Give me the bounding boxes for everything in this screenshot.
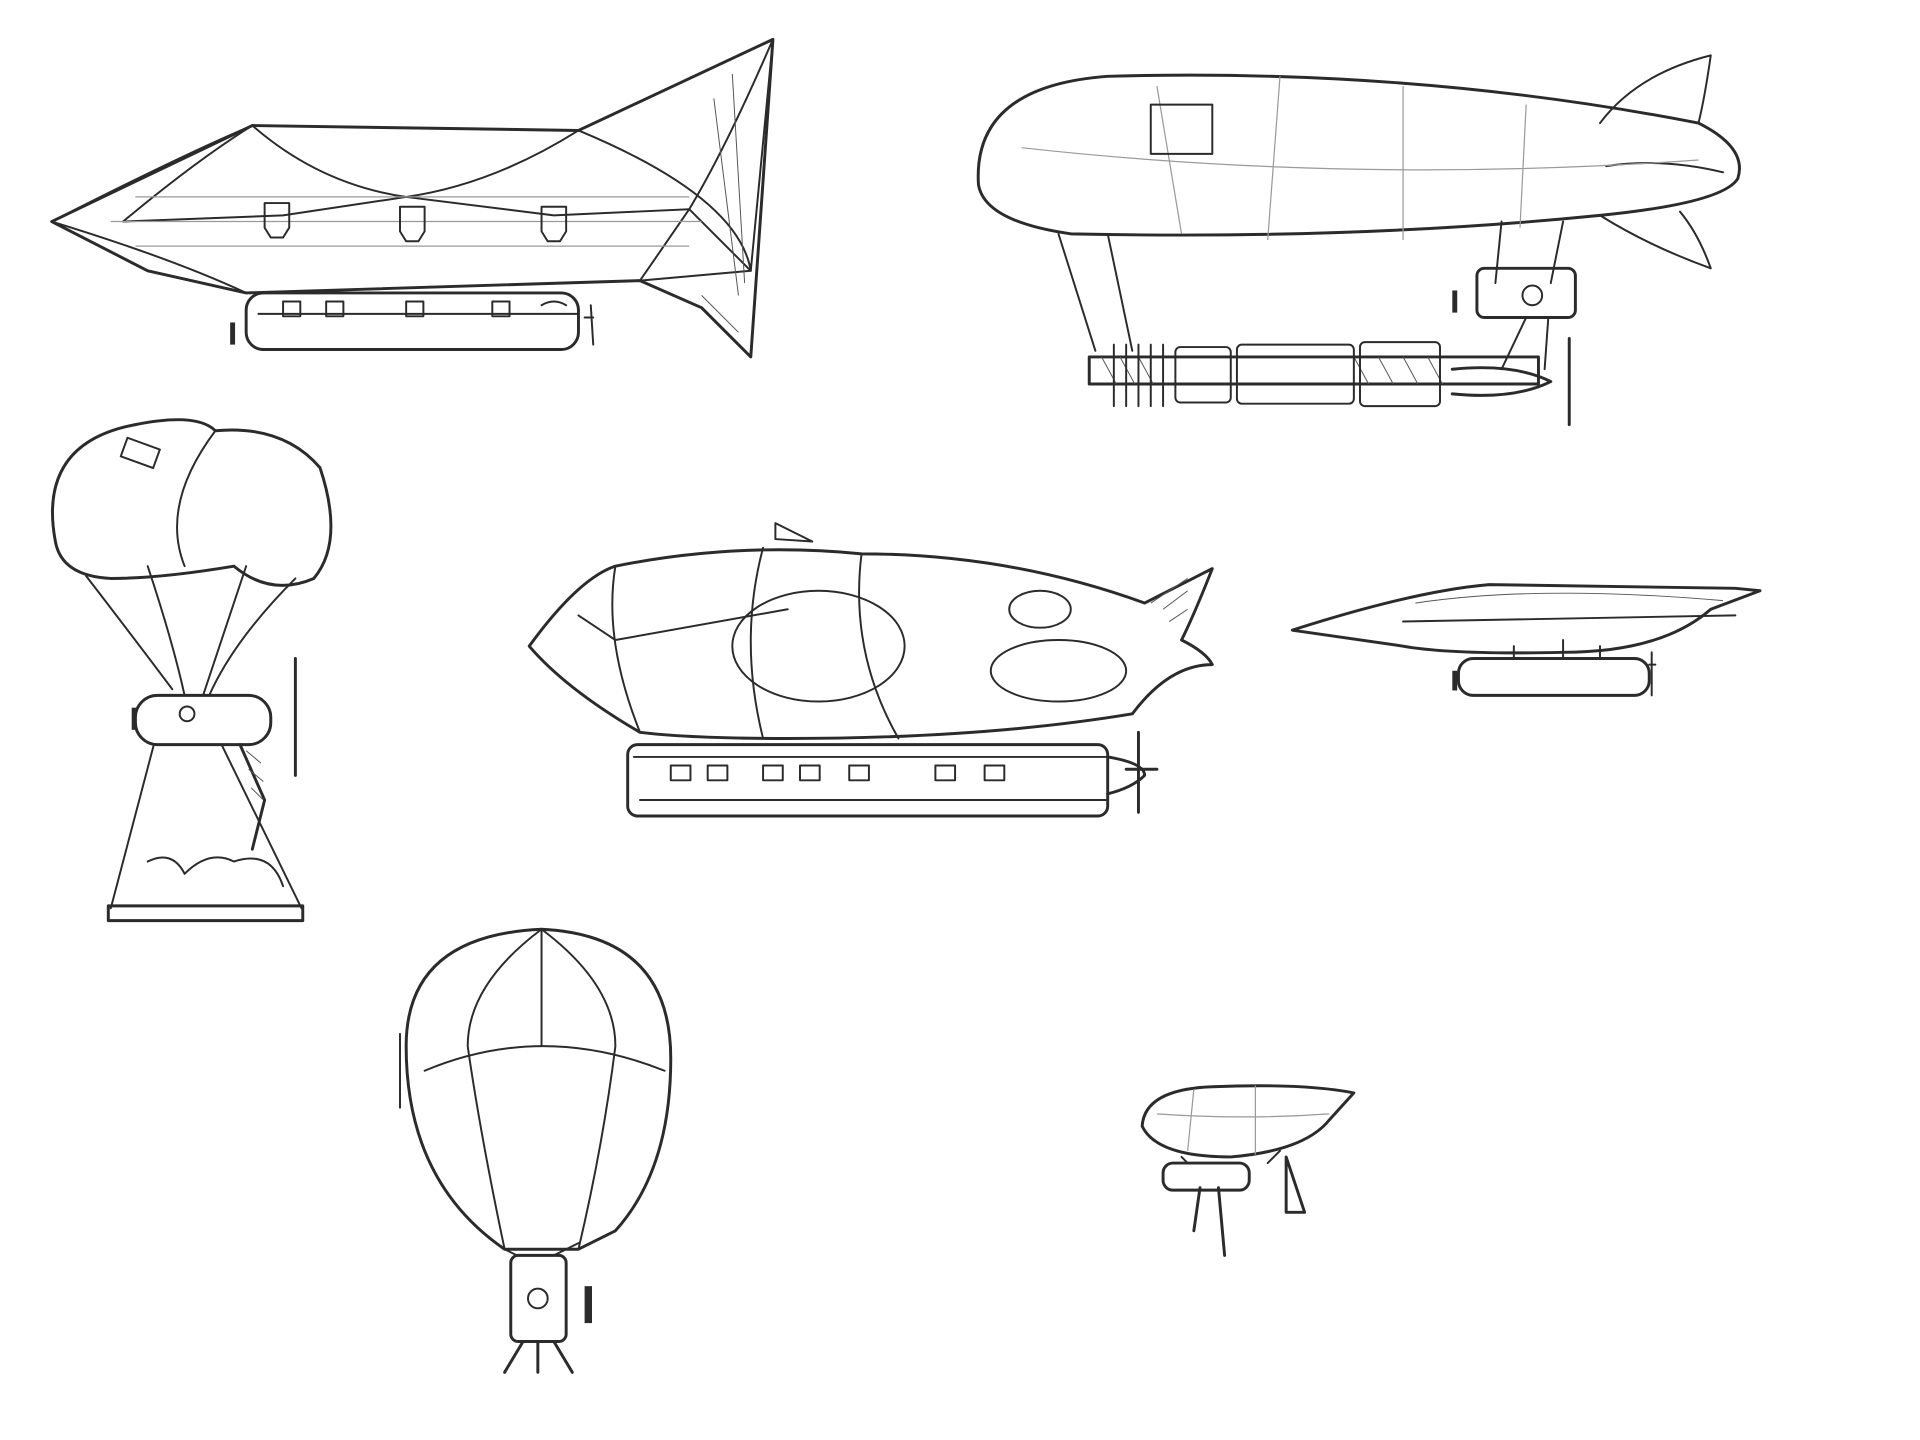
engine-pods [263, 202, 568, 243]
airship-sketch-1 [50, 37, 775, 359]
airship-sketch-6 [399, 927, 673, 1374]
airship-sketch-3 [51, 418, 333, 923]
scale-figure [1452, 670, 1458, 691]
airship-sketch-7 [1140, 1084, 1356, 1257]
airship-sketch-2 [976, 54, 1741, 427]
scale-figure [230, 322, 236, 345]
airship-sketch-5 [1290, 583, 1762, 697]
airship-sketch-4 [527, 522, 1214, 818]
scale-figure [1452, 290, 1458, 313]
scale-figure [131, 707, 137, 730]
scale-figure [584, 1286, 592, 1324]
